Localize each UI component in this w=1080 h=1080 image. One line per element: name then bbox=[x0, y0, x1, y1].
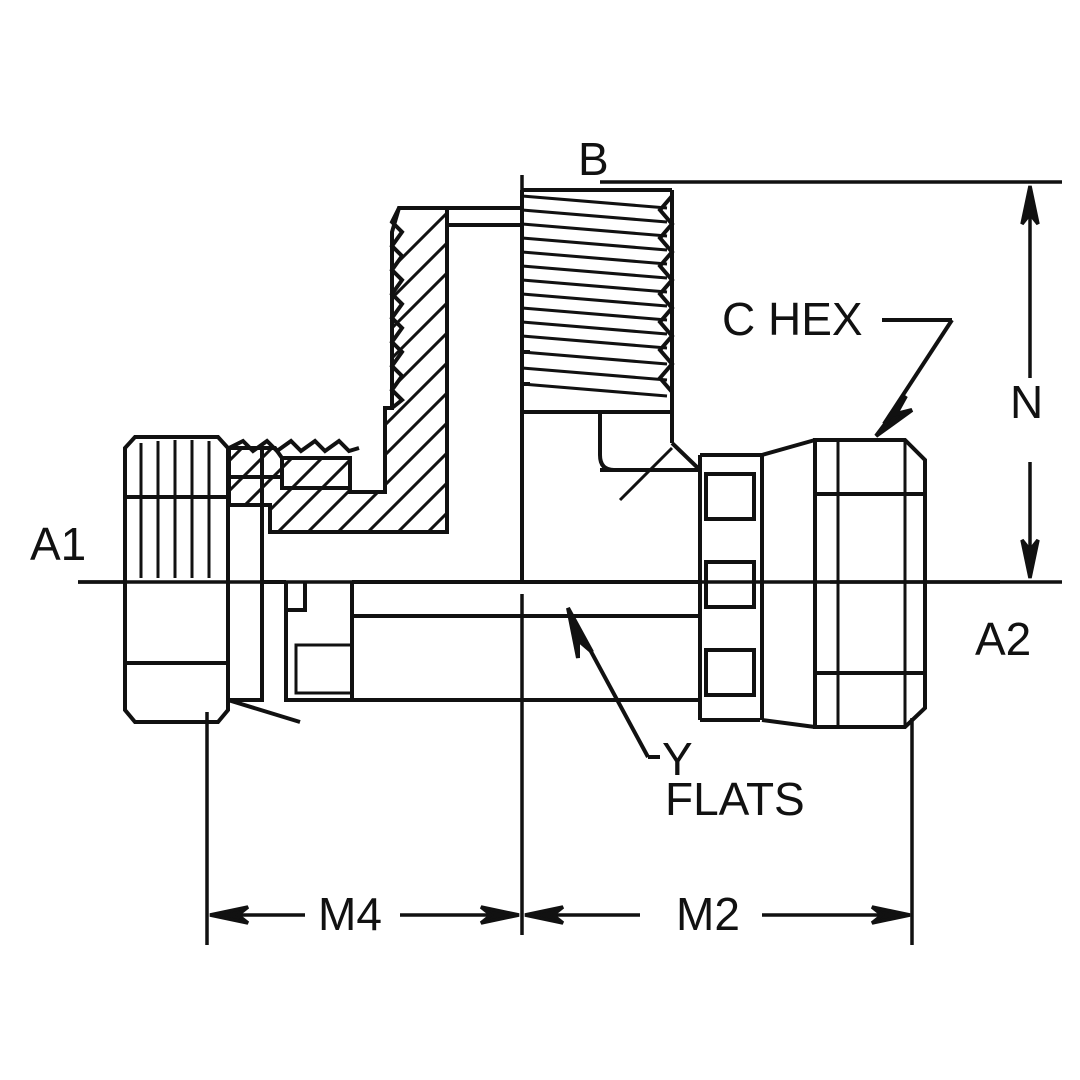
label-c-hex: C HEX bbox=[722, 293, 863, 345]
y-flats-leader bbox=[566, 607, 660, 759]
dimension-lines bbox=[78, 180, 1062, 945]
label-b: B bbox=[578, 133, 609, 185]
branch-shoulder bbox=[520, 412, 702, 582]
left-sectioned-thread-profile bbox=[389, 207, 405, 410]
branch-male-thread bbox=[520, 188, 675, 414]
label-y: Y bbox=[662, 733, 693, 785]
n-dimension bbox=[1020, 185, 1040, 579]
section-hatching bbox=[229, 208, 447, 532]
body-section-hatched bbox=[227, 206, 522, 534]
centerlines bbox=[78, 175, 1000, 935]
c-hex-leader bbox=[874, 318, 954, 438]
wrench-flats-marks bbox=[698, 455, 764, 720]
branch-thread-helix bbox=[521, 194, 668, 398]
label-m4: M4 bbox=[318, 888, 382, 940]
callout-leaders bbox=[566, 318, 954, 759]
m2-dimension bbox=[524, 905, 911, 925]
label-m2: M2 bbox=[676, 888, 740, 940]
label-a2: A2 bbox=[975, 613, 1031, 665]
body-run-right bbox=[522, 453, 762, 722]
label-a1: A1 bbox=[30, 518, 86, 570]
left-nut-sectioned-thread bbox=[228, 438, 360, 454]
left-swivel-nut bbox=[123, 435, 230, 724]
drawing-labels: A1 A2 B N C HEX Y FLATS M4 M2 bbox=[30, 133, 1043, 940]
label-flats: FLATS bbox=[665, 773, 805, 825]
label-n: N bbox=[1010, 376, 1043, 428]
fitting-geometry bbox=[123, 188, 927, 729]
body-run-left bbox=[284, 580, 522, 702]
m4-dimension bbox=[209, 905, 520, 925]
left-nut-thread-lines bbox=[139, 440, 211, 578]
